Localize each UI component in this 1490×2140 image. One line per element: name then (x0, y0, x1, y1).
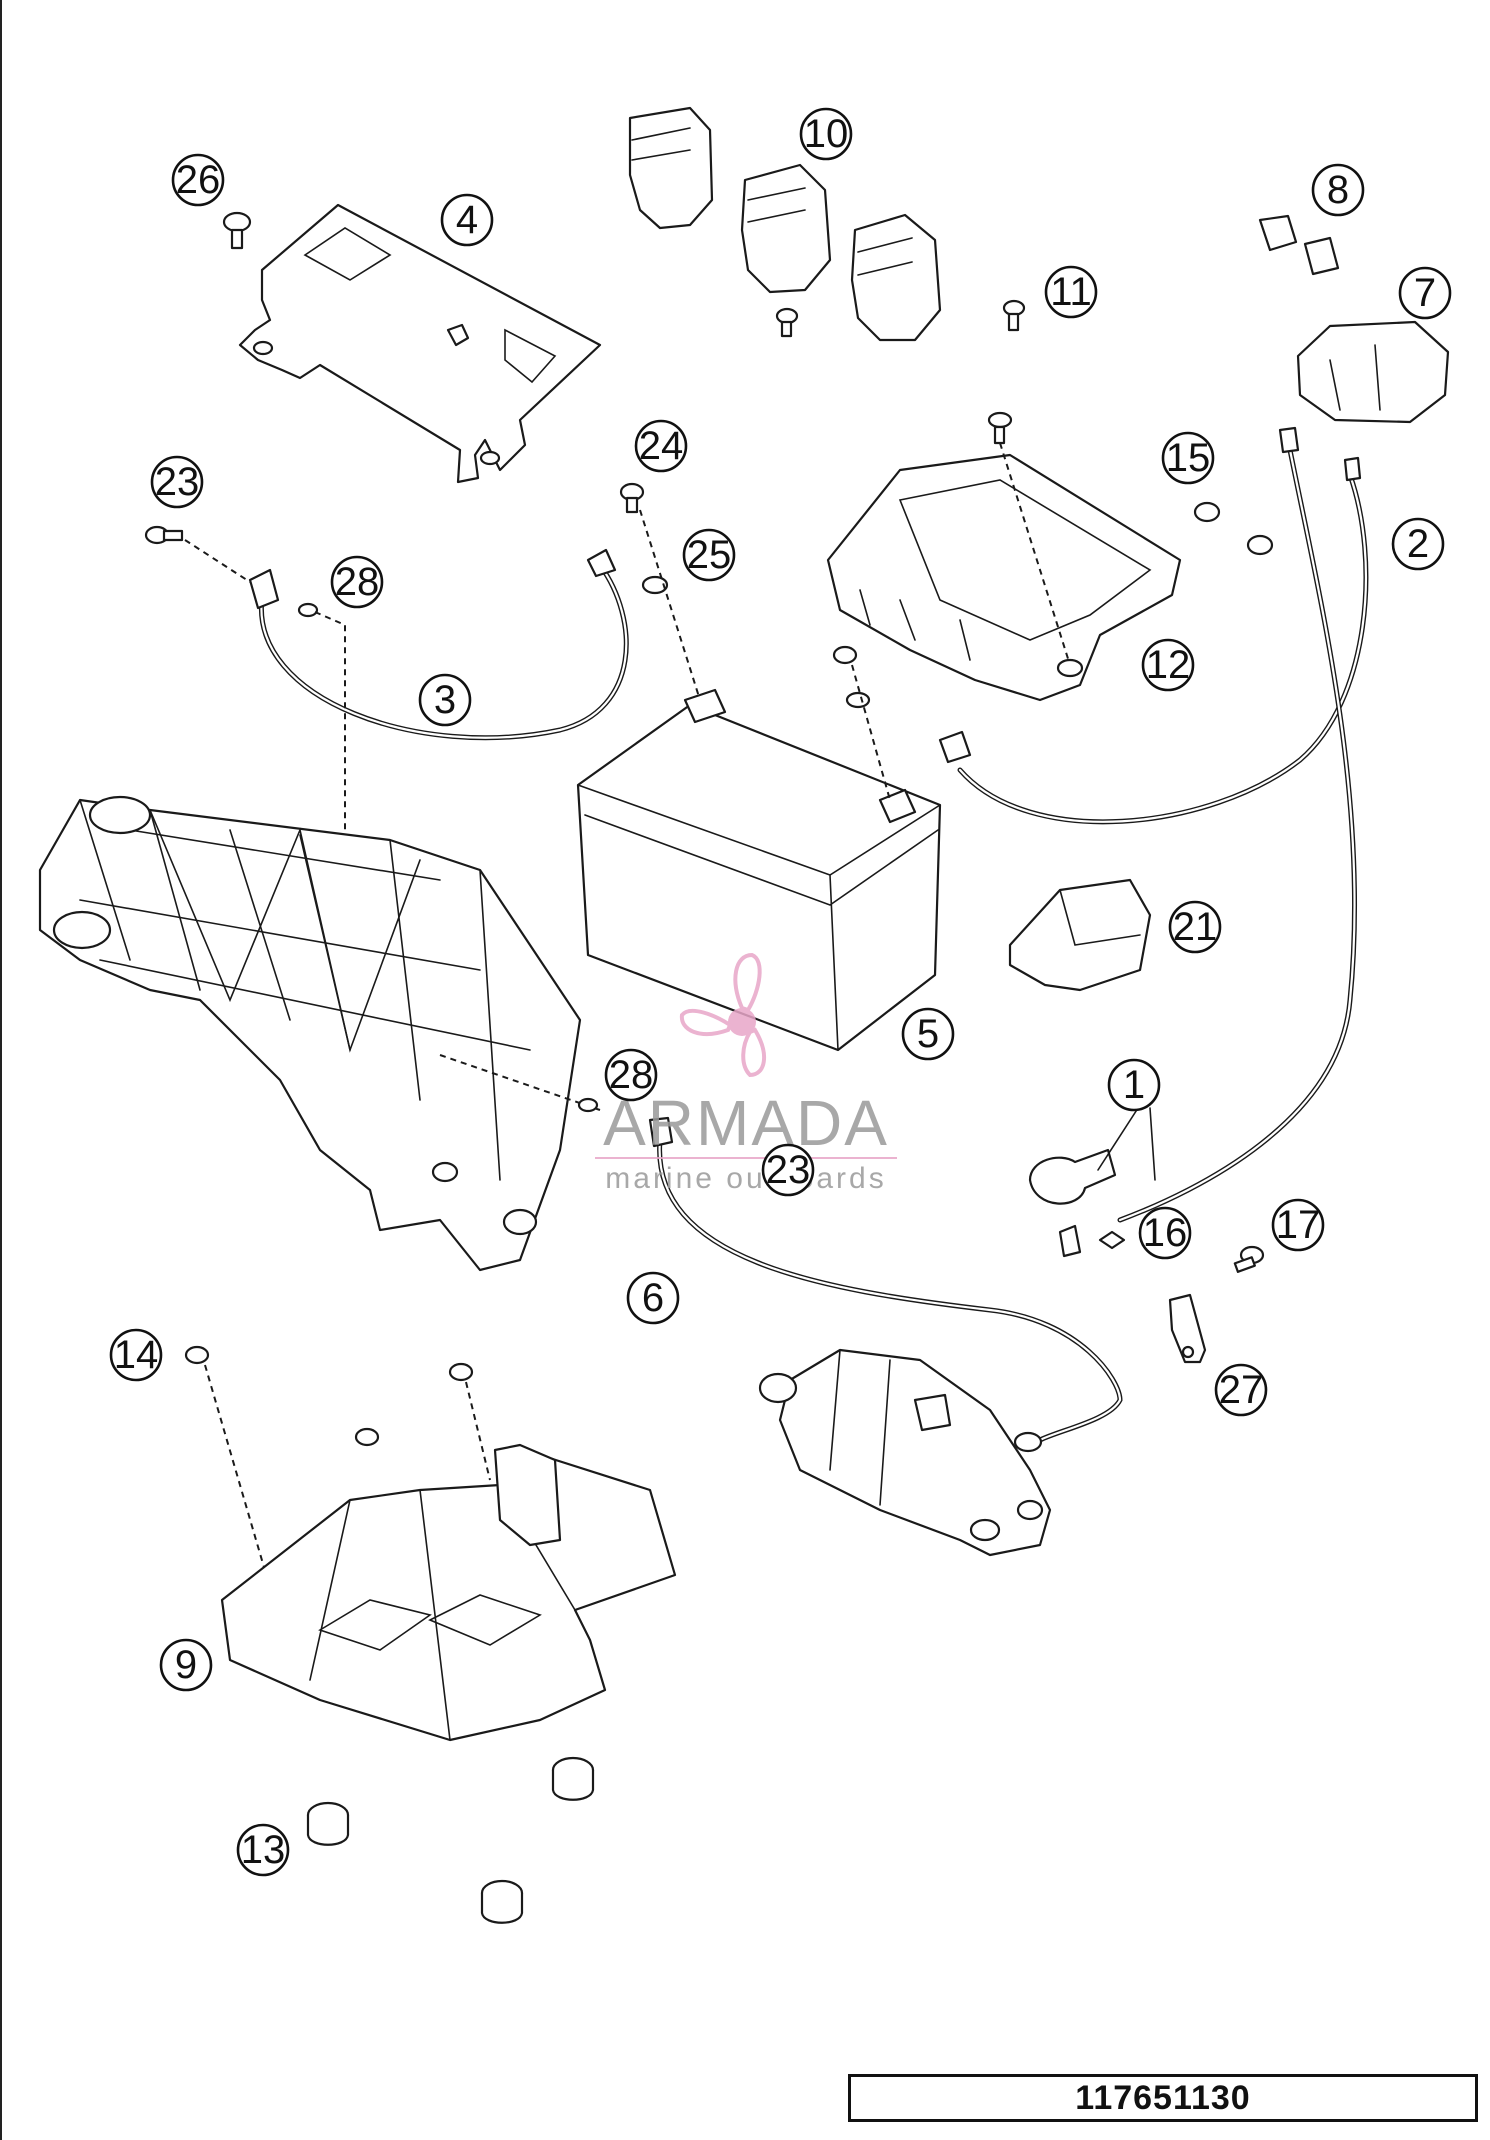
svg-text:10: 10 (804, 112, 849, 156)
svg-text:7: 7 (1414, 271, 1436, 315)
svg-text:24: 24 (639, 424, 684, 468)
callout-11: 11 (1044, 265, 1098, 319)
svg-text:27: 27 (1219, 1368, 1264, 1412)
callout-14: 14 (109, 1328, 163, 1382)
battery-bracket-part (238, 203, 602, 484)
callout-1: 1 (1107, 1058, 1161, 1112)
bolt-part (1098, 1230, 1265, 1273)
leader-line (1097, 1104, 1156, 1181)
svg-text:4: 4 (456, 198, 478, 242)
battery-part (576, 645, 942, 1052)
nut-part (619, 482, 701, 701)
callout-28-top: 28 (330, 555, 384, 609)
cable-part (1028, 426, 1358, 1258)
page-border (0, 0, 2, 2140)
screw-part (222, 211, 252, 250)
svg-text:5: 5 (917, 1012, 939, 1056)
starter-relay-part (1296, 320, 1450, 424)
svg-text:14: 14 (114, 1333, 159, 1377)
svg-text:23: 23 (766, 1148, 811, 1192)
svg-text:26: 26 (176, 158, 221, 202)
terminal-cover-part (1008, 878, 1152, 992)
callout-25: 25 (682, 528, 736, 582)
fuse-box-holder-part (826, 411, 1182, 702)
svg-text:6: 6 (642, 1276, 664, 1320)
svg-text:13: 13 (241, 1828, 286, 1872)
callout-6: 6 (626, 1271, 680, 1325)
callout-9: 9 (159, 1638, 213, 1692)
svg-text:16: 16 (1143, 1211, 1188, 1255)
callout-5: 5 (901, 1007, 955, 1061)
callout-23-bottom: 23 (761, 1143, 815, 1197)
callout-23-top: 23 (150, 455, 204, 509)
callout-24: 24 (634, 419, 688, 473)
watermark-brand: ARMADA (603, 1087, 889, 1159)
relay-part (628, 106, 942, 342)
callout-4: 4 (440, 193, 494, 247)
svg-text:3: 3 (434, 678, 456, 722)
armada-watermark-logo: ARMADA marine outboards (595, 952, 897, 1195)
svg-text:8: 8 (1327, 168, 1349, 212)
callout-26: 26 (171, 153, 225, 207)
cable-clamp-part (1168, 1293, 1207, 1364)
callout-3: 3 (418, 673, 472, 727)
screw-part (1002, 299, 1026, 332)
callout-15: 15 (1161, 431, 1215, 485)
frame-part (38, 795, 601, 1272)
callout-27: 27 (1214, 1363, 1268, 1417)
bolt-part (144, 525, 346, 830)
svg-text:15: 15 (1166, 436, 1211, 480)
svg-text:12: 12 (1146, 643, 1191, 687)
callout-12: 12 (1141, 638, 1195, 692)
svg-text:28: 28 (609, 1053, 654, 1097)
callout-16: 16 (1138, 1206, 1192, 1260)
watermark-tagline: marine outboards (605, 1162, 886, 1195)
svg-text:25: 25 (687, 533, 732, 577)
grommet-part (1193, 501, 1274, 556)
cable-part (938, 456, 1369, 825)
svg-text:2: 2 (1407, 522, 1429, 566)
svg-text:17: 17 (1276, 1203, 1321, 1247)
cable-part (648, 1116, 1123, 1453)
svg-text:9: 9 (175, 1643, 197, 1687)
fuse-part (1258, 214, 1340, 276)
callout-8: 8 (1311, 163, 1365, 217)
callout-7: 7 (1398, 266, 1452, 320)
callout-21: 21 (1168, 900, 1222, 954)
callout-13: 13 (236, 1823, 290, 1877)
svg-text:1: 1 (1123, 1063, 1145, 1107)
battery-tray-part (184, 1345, 677, 1742)
callout-28-bottom: 28 (604, 1048, 658, 1102)
reference-number: 117651130 (848, 2074, 1478, 2122)
starter-motor-part (758, 1348, 1052, 1557)
callout-17: 17 (1271, 1198, 1325, 1252)
cable-part (248, 548, 629, 741)
callout-10: 10 (799, 107, 853, 161)
svg-text:11: 11 (1050, 270, 1092, 314)
rubber-damper-part (306, 1756, 595, 1924)
svg-text:28: 28 (335, 560, 380, 604)
svg-text:23: 23 (155, 460, 200, 504)
svg-text:21: 21 (1173, 905, 1218, 949)
callout-2: 2 (1391, 517, 1445, 571)
